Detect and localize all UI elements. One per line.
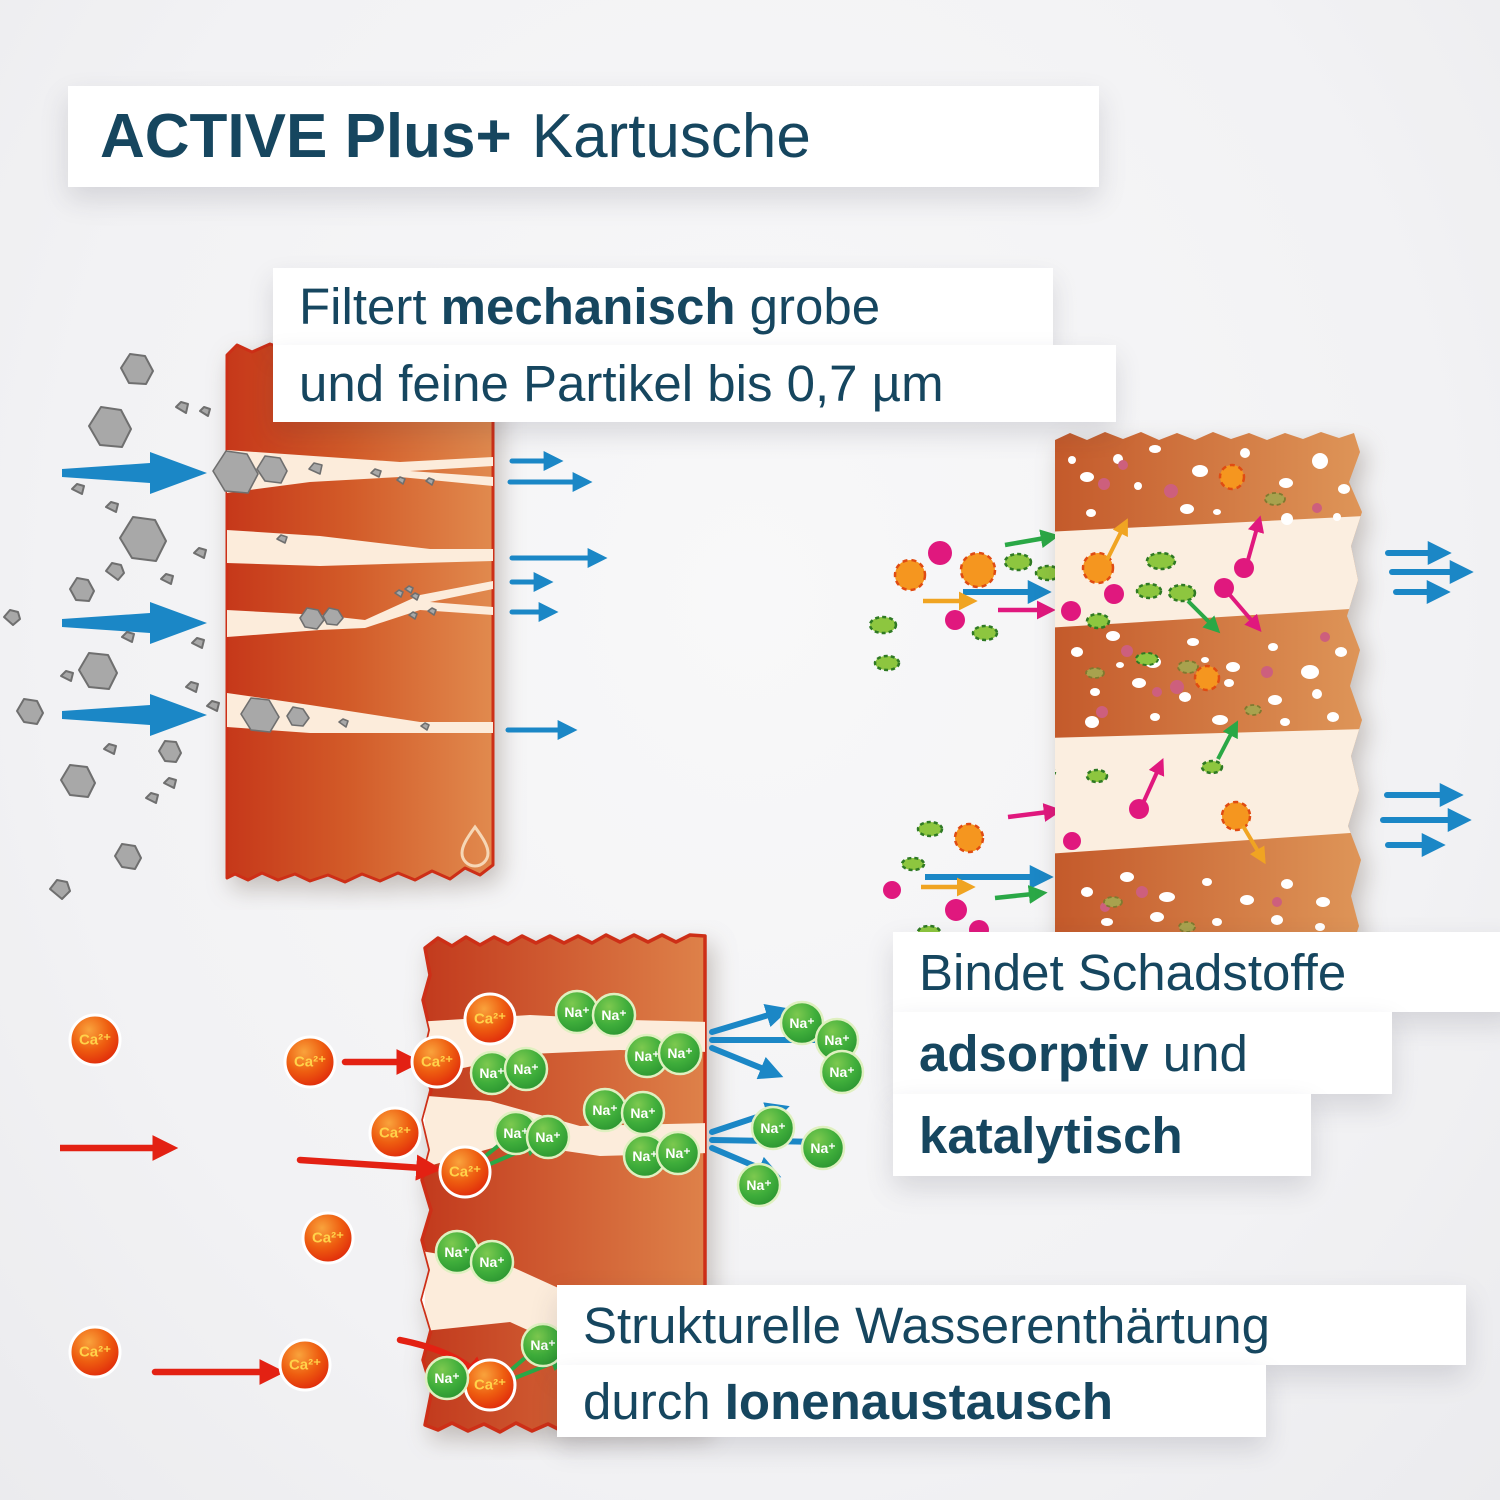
calcium-ion: Ca²⁺ [368,1106,422,1160]
svg-text:Ca²⁺: Ca²⁺ [421,1054,453,1071]
svg-text:Na⁺: Na⁺ [632,1148,657,1164]
svg-text:Na⁺: Na⁺ [592,1102,617,1118]
svg-text:Na⁺: Na⁺ [513,1061,538,1077]
inflow-water-arrows [62,452,207,736]
calcium-ion: Ca²⁺ [278,1338,332,1392]
sodium-ion: Na⁺ [736,1162,782,1208]
svg-text:Ca²⁺: Ca²⁺ [79,1032,111,1049]
svg-text:Na⁺: Na⁺ [667,1045,692,1061]
svg-text:Na⁺: Na⁺ [789,1015,814,1031]
bound-pollutant-dots [1068,445,1350,942]
sodium-ion: Na⁺ [469,1239,515,1285]
calcium-ion: Ca²⁺ [301,1211,355,1265]
trapped-particles [212,450,437,733]
svg-text:Ca²⁺: Ca²⁺ [289,1357,321,1374]
svg-text:Ca²⁺: Ca²⁺ [312,1230,344,1247]
sodium-ion: Na⁺ [591,992,637,1038]
caption-adsorptive-line2: adsorptiv und [893,1012,1392,1094]
svg-text:Na⁺: Na⁺ [760,1120,785,1136]
pollutant-cloud-upper [868,529,1062,672]
title-bold-text: ACTIVE Plus+ [100,102,512,171]
outflow-water-arrows [1380,541,1474,857]
sodium-ion: Na⁺ [424,1355,470,1401]
sodium-ion: Na⁺ [554,989,600,1035]
caption-mechanical-line2: und feine Partikel bis 0,7 µm [273,345,1116,422]
svg-text:Ca²⁺: Ca²⁺ [474,1011,506,1028]
svg-text:Na⁺: Na⁺ [503,1125,528,1141]
svg-text:Na⁺: Na⁺ [479,1254,504,1270]
sodium-ion: Na⁺ [582,1087,628,1133]
sodium-ion: Na⁺ [620,1090,666,1136]
calcium-ion: Ca²⁺ [438,1145,492,1199]
title-light-text: Kartusche [531,102,811,171]
svg-text:Na⁺: Na⁺ [601,1007,626,1023]
dirt-particle-cloud [3,353,220,900]
svg-text:Na⁺: Na⁺ [665,1145,690,1161]
water-drop-icon [460,824,490,868]
svg-text:Na⁺: Na⁺ [530,1337,555,1353]
svg-text:Na⁺: Na⁺ [564,1004,589,1020]
svg-text:Na⁺: Na⁺ [824,1032,849,1048]
channel-pollutants-adsorbing [1055,515,1266,865]
svg-text:Na⁺: Na⁺ [434,1370,459,1386]
calcium-ion: Ca²⁺ [68,1325,122,1379]
caption-softening-line1: Strukturelle Wasserenthärtung [557,1285,1466,1365]
sodium-ion: Na⁺ [525,1114,571,1160]
caption-adsorptive-line3: katalytisch [893,1094,1311,1176]
sodium-ion: Na⁺ [819,1049,865,1095]
sodium-ion: Na⁺ [750,1105,796,1151]
sodium-ion: Na⁺ [655,1130,701,1176]
svg-text:Ca²⁺: Ca²⁺ [379,1125,411,1142]
calcium-ion: Ca²⁺ [283,1035,337,1089]
sodium-ion: Na⁺ [657,1030,703,1076]
page-title: ACTIVE Plus+ Kartusche [68,86,1099,187]
caption-adsorptive-line1: Bindet Schadstoffe [893,932,1500,1012]
calcium-inflow-arrows [60,1049,489,1385]
svg-text:Na⁺: Na⁺ [746,1177,771,1193]
calcium-ion: Ca²⁺ [463,1358,517,1412]
svg-text:Na⁺: Na⁺ [630,1105,655,1121]
calcium-ion: Ca²⁺ [463,992,517,1046]
sodium-ion: Na⁺ [520,1322,566,1368]
caption-softening-line2: durch Ionenaustausch [557,1365,1266,1437]
svg-text:Na⁺: Na⁺ [829,1064,854,1080]
adsorptive-filter-illustration [868,432,1474,944]
mechanical-filter-illustration [3,341,608,900]
svg-text:Ca²⁺: Ca²⁺ [79,1344,111,1361]
outflow-water-arrows [505,451,608,740]
sodium-ion: Na⁺ [503,1046,549,1092]
svg-text:Na⁺: Na⁺ [479,1065,504,1081]
svg-text:Ca²⁺: Ca²⁺ [449,1164,481,1181]
calcium-ion: Ca²⁺ [68,1013,122,1067]
svg-text:Na⁺: Na⁺ [444,1244,469,1260]
svg-text:Ca²⁺: Ca²⁺ [294,1054,326,1071]
svg-text:Ca²⁺: Ca²⁺ [474,1377,506,1394]
caption-mechanical-line1: Filtert mechanisch grobe [273,268,1053,345]
svg-text:Na⁺: Na⁺ [810,1140,835,1156]
calcium-ion: Ca²⁺ [410,1035,464,1089]
sodium-ion: Na⁺ [800,1125,846,1171]
sodium-ion: Na⁺ [622,1133,668,1179]
svg-text:Na⁺: Na⁺ [634,1048,659,1064]
svg-text:Na⁺: Na⁺ [535,1129,560,1145]
adsorption-channels [1055,516,1362,854]
sodium-ion: Na⁺ [779,1000,825,1046]
